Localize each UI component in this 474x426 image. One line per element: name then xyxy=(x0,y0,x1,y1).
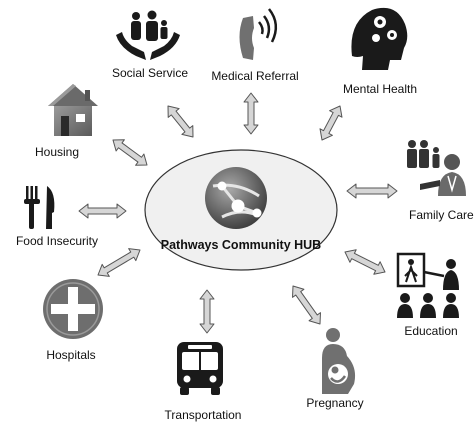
label-food-insecurity: Food Insecurity xyxy=(16,234,98,248)
node-family-care: Family Care xyxy=(407,140,474,222)
label-social-service: Social Service xyxy=(112,66,188,80)
label-housing: Housing xyxy=(35,145,79,159)
arrow-food-insecurity xyxy=(78,203,127,219)
arrows xyxy=(78,92,398,334)
arrow-social-service xyxy=(167,105,194,138)
label-mental-health: Mental Health xyxy=(343,82,417,96)
label-medical-referral: Medical Referral xyxy=(211,69,298,83)
hub-network-icon xyxy=(205,167,267,229)
fork-knife-icon xyxy=(24,186,55,229)
hub-label: Pathways Community HUB xyxy=(161,238,321,252)
bus-icon xyxy=(177,342,223,395)
node-mental-health: Mental Health xyxy=(343,7,417,96)
arrow-housing xyxy=(112,139,148,166)
hub: Pathways Community HUB xyxy=(144,149,338,271)
node-medical-referral: Medical Referral xyxy=(211,8,299,83)
arrow-hospitals xyxy=(97,248,141,277)
arrow-medical-referral xyxy=(243,92,259,135)
node-education: Education xyxy=(396,252,459,338)
arrow-mental-health xyxy=(319,105,343,141)
node-pregnancy: Pregnancy xyxy=(306,328,364,410)
doctor-family-icon xyxy=(407,140,466,196)
arrow-education xyxy=(344,249,386,275)
label-family-care: Family Care xyxy=(409,208,474,222)
classroom-icon xyxy=(396,252,459,318)
node-transportation: Transportation xyxy=(165,342,242,422)
phone-icon xyxy=(239,8,278,60)
label-hospitals: Hospitals xyxy=(46,348,95,362)
label-transportation: Transportation xyxy=(165,408,242,422)
label-pregnancy: Pregnancy xyxy=(306,396,363,410)
label-education: Education xyxy=(404,324,457,338)
family-hands-icon xyxy=(116,10,180,60)
node-food-insecurity: Food Insecurity xyxy=(16,186,98,248)
pregnant-woman-icon xyxy=(322,328,356,394)
arrow-pregnancy xyxy=(292,285,321,325)
node-housing: Housing xyxy=(35,84,98,159)
node-hospitals: Hospitals xyxy=(43,279,103,362)
head-gears-icon xyxy=(351,7,408,70)
arrow-transportation xyxy=(199,289,215,334)
arrow-family-care xyxy=(346,183,398,199)
house-icon xyxy=(48,84,98,136)
medical-cross-icon xyxy=(43,279,103,339)
node-social-service: Social Service xyxy=(112,10,188,80)
